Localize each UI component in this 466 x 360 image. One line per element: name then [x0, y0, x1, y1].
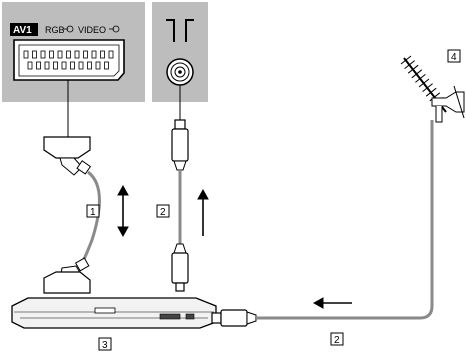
rf-plug-bottom	[171, 243, 189, 292]
scart-pin	[27, 61, 33, 70]
rf-socket	[166, 58, 194, 86]
recorder-device	[11, 297, 217, 329]
callout-rf-cable-bottom: 2	[330, 332, 344, 346]
scart-pin	[44, 61, 50, 70]
up-arrow-icon	[197, 188, 209, 236]
rf-plug-top	[171, 119, 189, 171]
callout-scart-cable: 1	[86, 204, 100, 218]
callout-2-top-label: 2	[160, 207, 166, 218]
rf-cable-long	[211, 120, 434, 327]
callout-2-bottom-label: 2	[334, 335, 340, 346]
scart-pin	[40, 50, 46, 59]
callout-4-label: 4	[451, 52, 457, 63]
scart-pin	[87, 61, 92, 70]
scart-pin	[57, 50, 63, 59]
callout-3-label: 3	[102, 340, 108, 351]
scart-pin	[108, 50, 114, 59]
scart-plug-bottom	[43, 257, 91, 294]
av1-terminal-panel: AV1 RGB VIDEO	[2, 2, 145, 102]
av1-label: AV1	[13, 25, 32, 36]
rgb-input-icon	[63, 25, 74, 33]
scart-plug-top	[43, 136, 92, 176]
callout-rf-cable-top: 2	[156, 204, 170, 218]
callout-1-label: 1	[90, 207, 96, 218]
scart-pins	[23, 50, 114, 70]
rgb-label: RGB	[45, 25, 65, 35]
rf-terminal-panel	[152, 2, 208, 102]
scart-pin	[104, 61, 109, 70]
scart-pin	[36, 61, 41, 70]
scart-pin	[100, 50, 105, 59]
scart-cable	[43, 80, 101, 294]
scart-pin	[91, 50, 97, 59]
scart-pin	[61, 61, 67, 70]
scart-pin	[74, 50, 80, 59]
scart-pin	[32, 50, 37, 59]
rf-cable-short	[171, 85, 189, 292]
scart-pin	[78, 61, 84, 70]
scart-pin	[70, 61, 75, 70]
antenna-symbol-icon	[166, 19, 194, 42]
left-arrow-icon	[312, 297, 352, 309]
callout-aerial: 4	[447, 49, 461, 63]
scart-pin	[53, 61, 58, 70]
video-label: VIDEO	[78, 25, 106, 35]
aerial-antenna	[400, 55, 465, 123]
video-input-icon	[109, 25, 120, 33]
scart-pin	[23, 50, 29, 59]
scart-pin	[83, 50, 88, 59]
rf-plug-recorder	[211, 309, 257, 327]
scart-pin	[49, 50, 54, 59]
scart-pin	[66, 50, 71, 59]
callout-recorder: 3	[98, 337, 112, 351]
scart-pin	[95, 61, 101, 70]
double-arrow-icon	[117, 184, 129, 238]
scart-socket	[13, 39, 125, 81]
